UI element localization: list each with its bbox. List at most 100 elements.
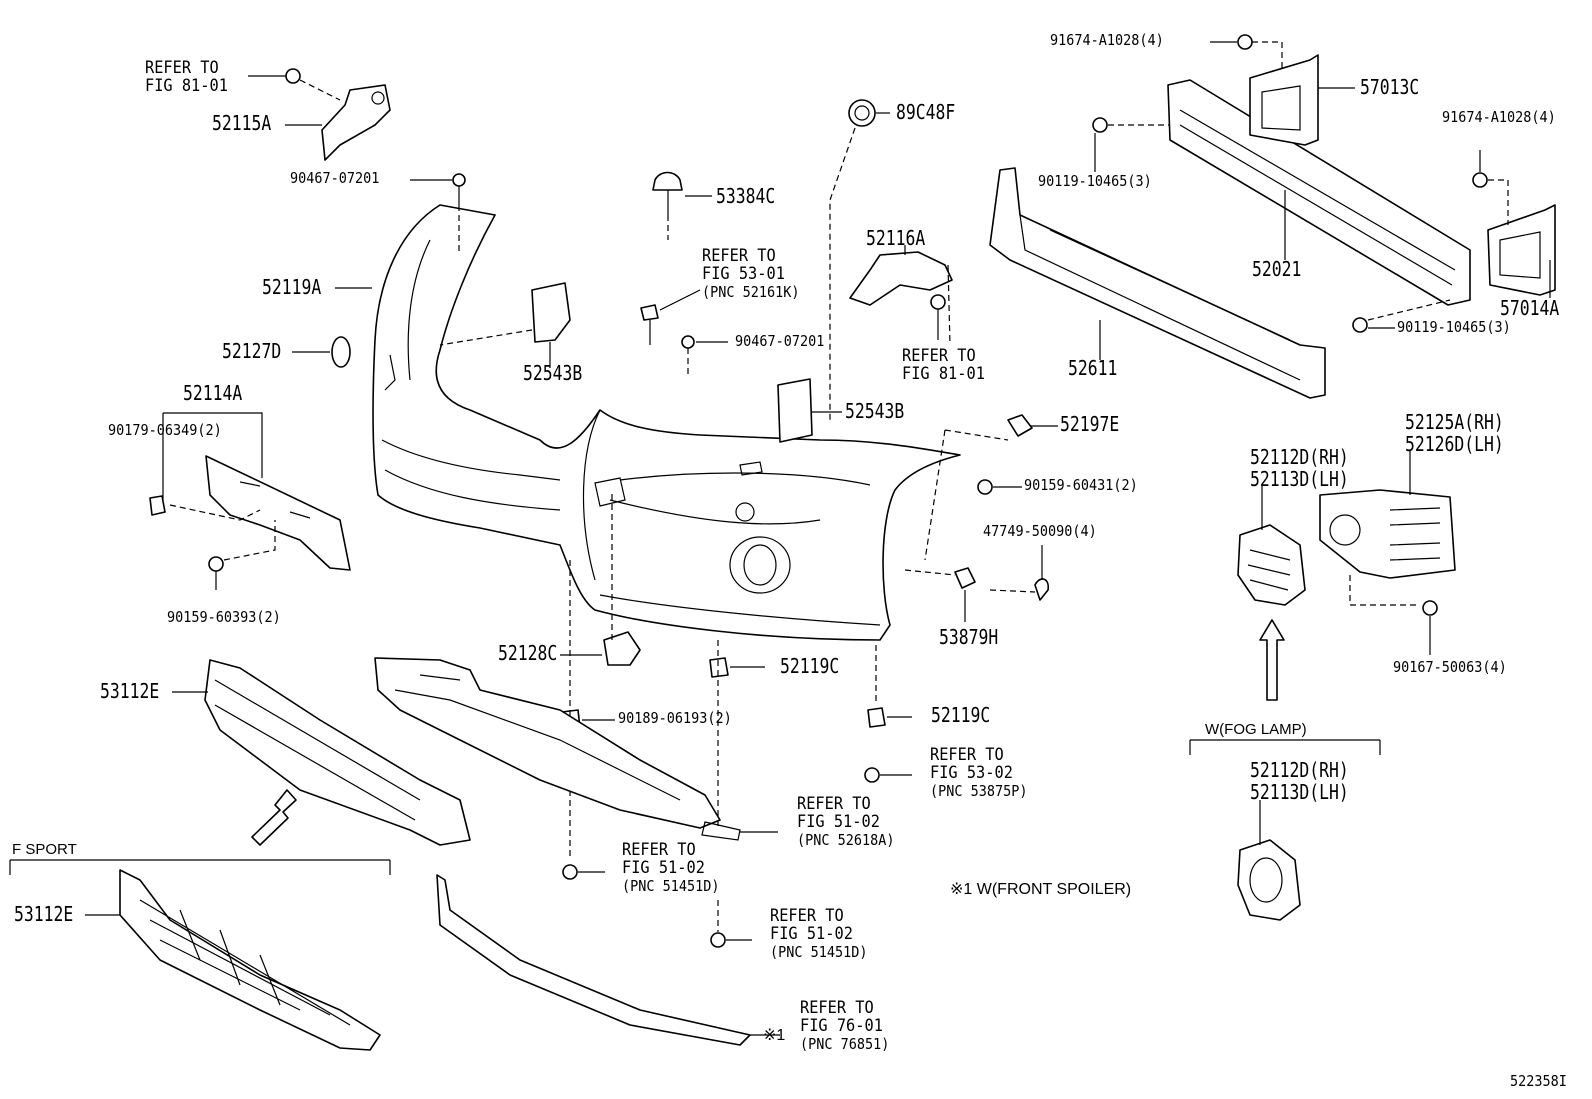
label-52127d[interactable]: 52127D	[222, 339, 282, 363]
fog-cover-52112d-bottom[interactable]	[1237, 800, 1301, 921]
label-53384c[interactable]: 53384C	[716, 184, 776, 208]
refer-fig-81-01-right[interactable]: REFER TO FIG 81-01	[902, 347, 985, 384]
label-52112d-rh-bottom[interactable]: 52112D(RH)	[1250, 758, 1349, 782]
note-fog-lamp: W(FOG LAMP)	[1205, 721, 1307, 738]
reinforcement-52021[interactable]	[1167, 79, 1471, 306]
plate-52114a[interactable]	[149, 412, 351, 590]
part-52543b-right[interactable]	[777, 378, 842, 443]
clip-52119c-lower[interactable]	[867, 645, 912, 728]
ref-line1: REFER TO	[930, 745, 1004, 765]
label-89c48f[interactable]: 89C48F	[896, 100, 956, 124]
clip-52119c-upper[interactable]	[709, 640, 765, 830]
label-52119c-upper[interactable]: 52119C	[780, 654, 840, 678]
ref-line3: (PNC 51451D)	[770, 942, 868, 961]
arrow-up	[1259, 619, 1285, 701]
screw-fig-51-02-b[interactable]	[710, 900, 752, 948]
label-52543b-left[interactable]: 52543B	[523, 361, 583, 385]
arrow-up-left	[251, 789, 297, 846]
bracket-f-sport	[9, 859, 391, 875]
part-52127d[interactable]	[292, 336, 351, 368]
label-52112d-rh-top[interactable]: 52112D(RH)	[1250, 445, 1349, 469]
ref-line2: FIG 53-01	[702, 263, 785, 284]
clip-90467-07201-top[interactable]	[410, 173, 466, 255]
label-90467-07201-mid[interactable]: 90467-07201	[735, 332, 825, 350]
label-52119c-lower[interactable]: 52119C	[931, 703, 991, 727]
part-89c48f[interactable]	[829, 99, 890, 420]
label-52611[interactable]: 52611	[1068, 356, 1118, 380]
fog-cover-52112d-top[interactable]	[1237, 485, 1306, 606]
label-90189-06193[interactable]: 90189-06193(2)	[618, 709, 732, 727]
part-52197e[interactable]	[924, 414, 1058, 561]
ref-line1: REFER TO	[145, 58, 219, 78]
part-53384c[interactable]	[652, 171, 712, 241]
label-90167-50063[interactable]: 90167-50063(4)	[1393, 658, 1507, 676]
ref-line2: FIG 53-02	[930, 762, 1013, 783]
bracket-52116a[interactable]	[849, 245, 953, 346]
refer-fig-51-02-c[interactable]: REFER TO FIG 51-02 (PNC 51451D)	[770, 907, 868, 962]
refer-fig-53-01[interactable]: REFER TO FIG 53-01 (PNC 52161K)	[702, 247, 800, 302]
bracket-52115a[interactable]	[285, 68, 391, 161]
bracket-57014a[interactable]	[1472, 150, 1556, 298]
clip-90467-07201-mid[interactable]	[681, 335, 728, 375]
label-52125a-rh[interactable]: 52125A(RH)	[1405, 410, 1504, 434]
refer-fig-76-01[interactable]: REFER TO FIG 76-01 (PNC 76851)	[800, 998, 889, 1054]
marker-1: ※1	[763, 1027, 786, 1044]
label-52197e[interactable]: 52197E	[1060, 412, 1120, 436]
refer-fig-81-01-top[interactable]: REFER TO FIG 81-01	[145, 58, 228, 96]
absorber-52611[interactable]	[989, 167, 1326, 399]
front-bumper-cover[interactable]	[372, 204, 961, 641]
refer-fig-51-02-b[interactable]: REFER TO FIG 51-02 (PNC 51451D)	[622, 841, 720, 896]
label-90159-60393[interactable]: 90159-60393(2)	[167, 608, 281, 626]
label-91674-a1028-right[interactable]: 91674-A1028(4)	[1442, 108, 1556, 126]
grille-53112e[interactable]	[172, 659, 471, 846]
label-52128c[interactable]: 52128C	[498, 641, 558, 665]
label-53879h[interactable]: 53879H	[939, 625, 999, 649]
ref-line2: FIG 51-02	[770, 923, 853, 944]
label-52114a[interactable]: 52114A	[183, 381, 243, 405]
label-90159-60431[interactable]: 90159-60431(2)	[1024, 476, 1138, 494]
label-52021[interactable]: 52021	[1252, 257, 1302, 281]
lower-cover[interactable]	[374, 657, 778, 841]
label-52116a[interactable]: 52116A	[866, 226, 926, 250]
screw-fig-53-02[interactable]	[864, 767, 912, 783]
label-57013c[interactable]: 57013C	[1360, 75, 1420, 99]
ref-line1: REFER TO	[800, 998, 874, 1018]
cap-52128c[interactable]	[560, 490, 641, 666]
label-53112e-top[interactable]: 53112E	[100, 679, 160, 703]
grille-53112e-f-sport[interactable]	[85, 869, 381, 1051]
clip-47749-50090[interactable]	[989, 545, 1050, 601]
label-90179-06349[interactable]: 90179-06349(2)	[108, 421, 222, 439]
bracket-57013c[interactable]	[1210, 34, 1355, 146]
label-47749-50090[interactable]: 47749-50090(4)	[983, 522, 1097, 540]
note-front-spoiler: ※1 W(FRONT SPOILER)	[950, 881, 1132, 898]
note-f-sport: F SPORT	[12, 841, 77, 858]
screw-90167-50063[interactable]	[1422, 600, 1438, 655]
label-52113d-lh-top[interactable]: 52113D(LH)	[1250, 467, 1349, 491]
ref-line2: FIG 81-01	[145, 75, 228, 96]
label-90467-07201-top[interactable]: 90467-07201	[290, 169, 380, 187]
bolt-90119-10465-left[interactable]	[1092, 117, 1170, 172]
fog-bracket-52125a[interactable]	[1319, 450, 1456, 606]
label-90119-10465-right[interactable]: 90119-10465(3)	[1397, 318, 1511, 336]
screw-fig-53-01[interactable]	[640, 289, 701, 345]
label-52126d-lh[interactable]: 52126D(LH)	[1405, 432, 1504, 456]
label-52119a[interactable]: 52119A	[262, 275, 322, 299]
refer-fig-51-02-a[interactable]: REFER TO FIG 51-02 (PNC 52618A)	[797, 794, 895, 850]
label-57014a[interactable]: 57014A	[1500, 296, 1560, 320]
bolt-90119-10465-right[interactable]	[1352, 299, 1451, 333]
ref-line2: FIG 76-01	[800, 1015, 883, 1036]
label-90119-10465-left[interactable]: 90119-10465(3)	[1038, 172, 1152, 190]
ref-line3: (PNC 53875P)	[930, 781, 1028, 800]
label-52543b-right[interactable]: 52543B	[845, 399, 905, 423]
refer-fig-53-02[interactable]: REFER TO FIG 53-02 (PNC 53875P)	[930, 745, 1028, 801]
front-spoiler-strip[interactable]	[436, 874, 780, 1046]
part-52543b-left[interactable]	[439, 282, 571, 368]
screw-fig-51-02-a[interactable]	[562, 864, 605, 880]
ref-line1: REFER TO	[797, 794, 871, 814]
label-52115a[interactable]: 52115A	[212, 111, 272, 135]
label-52113d-lh-bottom[interactable]: 52113D(LH)	[1250, 780, 1349, 804]
part-53879h[interactable]	[904, 567, 976, 622]
screw-90159-60431[interactable]	[977, 479, 1022, 495]
label-53112e-f-sport[interactable]: 53112E	[14, 902, 74, 926]
label-91674-a1028-top[interactable]: 91674-A1028(4)	[1050, 31, 1164, 49]
